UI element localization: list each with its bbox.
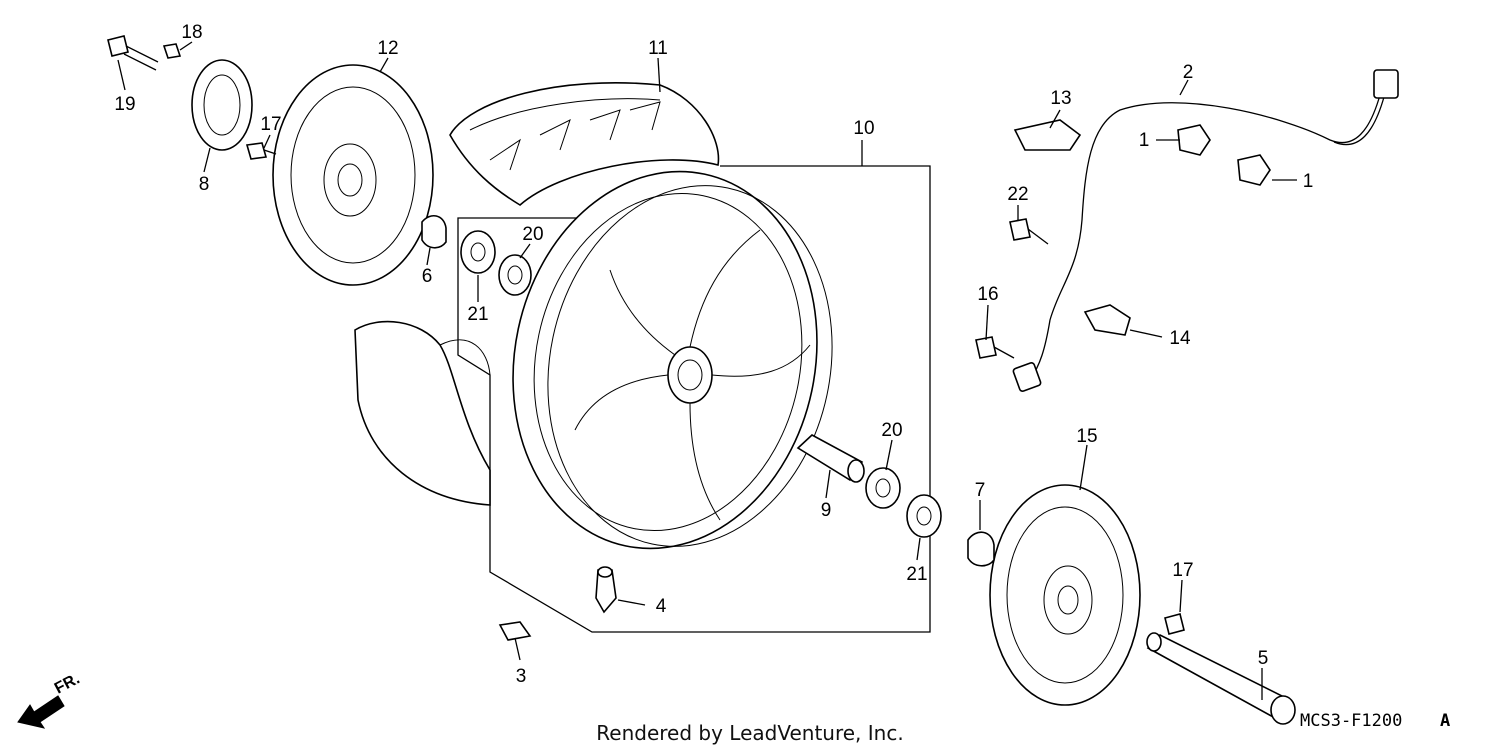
- callout-10: 10: [853, 118, 874, 139]
- callout-6: 6: [422, 266, 433, 287]
- callout-8: 8: [199, 174, 210, 195]
- callout-17-b: 17: [1172, 560, 1193, 581]
- callout-22: 22: [1007, 184, 1028, 205]
- callout-21-b: 21: [906, 564, 927, 585]
- callout-1-b: 1: [1303, 171, 1314, 192]
- tire-part-11: [449, 82, 720, 206]
- callout-12: 12: [377, 38, 398, 59]
- front-arrow-icon: [17, 695, 65, 729]
- tire-section-lower: [354, 320, 491, 506]
- bolts: [107, 35, 1185, 635]
- callout-18: 18: [181, 22, 202, 43]
- sensor-harness-part-2: [1012, 69, 1399, 392]
- axle-part-5: [1146, 632, 1296, 725]
- callout-3: 3: [516, 666, 527, 687]
- small-parts: [421, 215, 995, 641]
- brake-disc-part-15: [989, 484, 1141, 706]
- assembly-bracket-lines: [457, 140, 931, 633]
- callout-21-a: 21: [467, 304, 488, 325]
- wheel-rim-part-10: [512, 170, 833, 550]
- callout-9: 9: [821, 500, 832, 521]
- callout-7: 7: [975, 480, 986, 501]
- callout-11: 11: [648, 38, 668, 59]
- callout-19: 19: [114, 94, 135, 115]
- callout-13: 13: [1050, 88, 1071, 109]
- front-direction-indicator: FR.: [17, 670, 83, 729]
- brake-disc-part-12: [272, 64, 434, 286]
- pulser-ring-part-8: [191, 59, 253, 151]
- callout-2: 2: [1183, 62, 1194, 83]
- callout-16: 16: [977, 284, 998, 305]
- callout-20-a: 20: [522, 224, 543, 245]
- direction-label: FR.: [52, 670, 83, 697]
- leader-lines: [117, 41, 1297, 700]
- callout-17-a: 17: [260, 114, 281, 135]
- callout-15: 15: [1076, 426, 1097, 447]
- callout-5: 5: [1258, 648, 1269, 669]
- callout-20-b: 20: [881, 420, 902, 441]
- callout-14: 14: [1169, 328, 1191, 349]
- diagram-code-suffix: A: [1440, 711, 1450, 731]
- callout-4: 4: [656, 596, 667, 617]
- diagram-code: MCS3-F1200: [1300, 711, 1402, 731]
- callout-1-a: 1: [1139, 130, 1150, 151]
- callout-labels: 1 1 2 3 4 5 6 7 8 9 10 11 12 13 14 15 16…: [114, 22, 1313, 687]
- render-credit: Rendered by LeadVenture, Inc.: [596, 721, 903, 745]
